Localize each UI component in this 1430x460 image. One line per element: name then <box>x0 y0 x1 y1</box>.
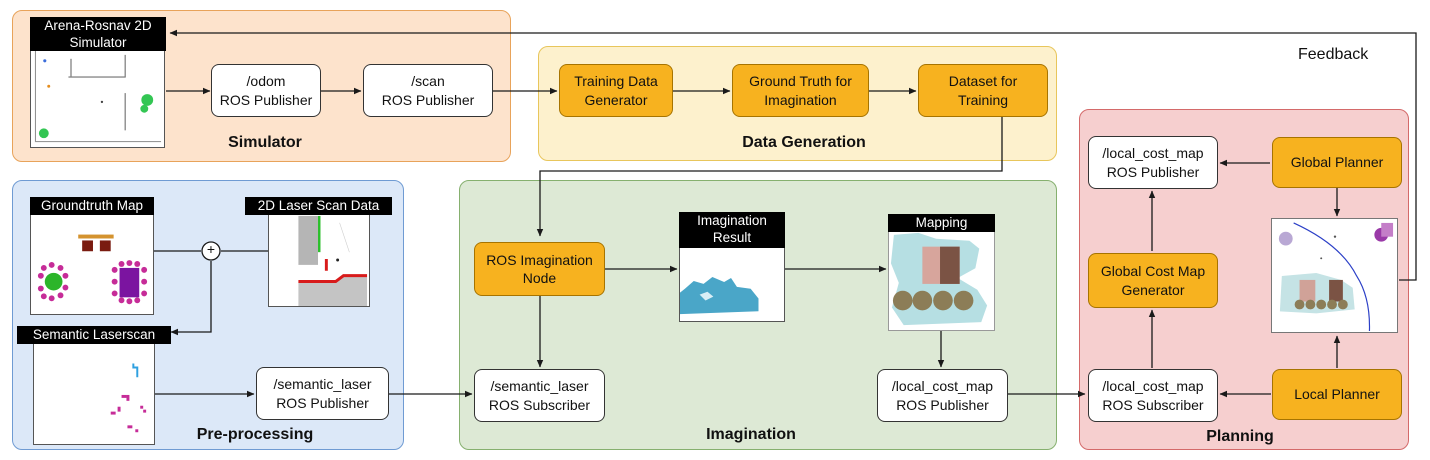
planning-group-title: Planning <box>1206 428 1274 445</box>
imagination-result-label: Imagination Result <box>679 212 785 248</box>
ros-imagination-node[interactable]: ROS Imagination Node <box>474 242 605 296</box>
preprocessing-group-title: Pre-processing <box>196 426 314 443</box>
dataset-training-node[interactable]: Dataset for Training <box>918 64 1048 117</box>
planning-cost-map-publisher-node[interactable]: /local_cost_map ROS Publisher <box>1088 136 1218 189</box>
semantic-laserscan-image <box>33 340 155 445</box>
training-data-generator-node[interactable]: Training Data Generator <box>559 64 673 117</box>
mapping-image <box>888 228 995 331</box>
imagination-group-title: Imagination <box>706 426 796 443</box>
global-planner-node[interactable]: Global Planner <box>1272 137 1402 188</box>
groundtruth-map-label: Groundtruth Map <box>30 197 154 215</box>
imagination-result-image <box>679 237 785 322</box>
laser-scan-data-label: 2D Laser Scan Data <box>245 197 392 215</box>
planning-map-image <box>1271 218 1398 333</box>
plus-symbol: + <box>206 241 216 257</box>
semantic-laser-publisher-node[interactable]: /semantic_laser ROS Publisher <box>256 367 389 420</box>
global-cost-map-generator-node[interactable]: Global Cost Map Generator <box>1088 253 1218 308</box>
semantic-laserscan-label: Semantic Laserscan <box>17 326 171 344</box>
local-planner-node[interactable]: Local Planner <box>1272 369 1402 420</box>
groundtruth-map-image <box>30 212 154 315</box>
semantic-laser-subscriber-node[interactable]: /semantic_laser ROS Subscriber <box>474 369 605 422</box>
simulator-group-title: Simulator <box>228 134 302 151</box>
cost-map-subscriber-node[interactable]: /local_cost_map ROS Subscriber <box>1088 369 1218 422</box>
odom-publisher-node[interactable]: /odom ROS Publisher <box>211 64 321 117</box>
scan-publisher-node[interactable]: /scan ROS Publisher <box>363 64 493 117</box>
laser-scan-data-image <box>268 212 370 307</box>
mapping-label: Mapping <box>888 214 995 232</box>
simulator-map-image <box>30 48 165 148</box>
imagination-cost-map-publisher-node[interactable]: /local_cost_map ROS Publisher <box>877 369 1008 422</box>
ground-truth-node[interactable]: Ground Truth for Imagination <box>732 64 869 117</box>
simulator-label: Arena-Rosnav 2D Simulator <box>30 17 166 51</box>
data-generation-group-title: Data Generation <box>742 134 866 151</box>
feedback-label: Feedback <box>1298 46 1369 63</box>
